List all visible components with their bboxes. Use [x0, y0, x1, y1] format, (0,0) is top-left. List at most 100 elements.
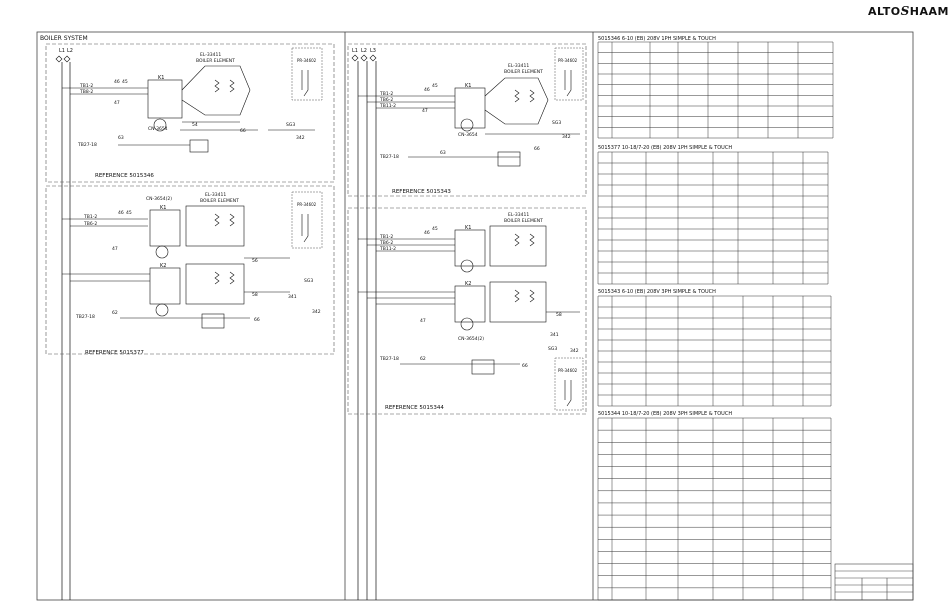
wiring-table-5015343 [597, 295, 832, 407]
p3-n45: 45 [432, 83, 438, 89]
p2-342: 342 [312, 309, 321, 315]
p2-w56: 56 [252, 258, 258, 264]
p3-n47: 47 [422, 108, 428, 114]
p2-k2: K2 [160, 263, 166, 269]
p4-w66: 66 [522, 363, 528, 369]
p2-w66: 66 [254, 317, 260, 323]
p1-tb2: TB8-2 [79, 89, 93, 95]
outer-border [36, 31, 914, 601]
p2-tb3: TB27-18 [75, 314, 95, 320]
p3-tb4: TB27-18 [379, 154, 399, 160]
line-label-r-l3: L3 [370, 48, 376, 54]
p1-w63: 63 [118, 135, 124, 141]
p4-n46: 46 [424, 230, 430, 236]
p3-k1: K1 [465, 83, 471, 89]
table-title-5015346: 5015346 6-10 (EB) 208V 1PH SIMPLE & TOUC… [598, 36, 716, 42]
p3-w66: 66 [534, 146, 540, 152]
title-block [834, 563, 914, 601]
supply-lines-right: L1 L2 L3 [351, 48, 377, 600]
table-title-5015343: 5015343 6-10 (EB) 208V 3PH SIMPLE & TOUC… [598, 289, 716, 295]
p2-pr: PR-34602 [297, 202, 317, 207]
brand-logo: ALTOSHAAM [868, 4, 949, 18]
p3-tb3: TB11-2 [379, 103, 396, 109]
page-title: BOILER SYSTEM [40, 35, 88, 42]
p4-tb2: TB6-2 [379, 240, 393, 246]
p2-cn: CN-3654(2) [146, 196, 172, 202]
p3-element: EL-33411 [508, 63, 529, 69]
p4-n45: 45 [432, 226, 438, 232]
p4-k1: K1 [465, 225, 471, 231]
table-title-5015344: 5015344 10-18/7-20 (EB) 208V 3PH SIMPLE … [598, 411, 732, 417]
p2-reference: REFERENCE 5015377 [85, 350, 144, 356]
p4-341: 341 [550, 332, 559, 338]
brand-mark: S [900, 4, 910, 18]
p3-reference: REFERENCE 5015343 [392, 189, 451, 195]
p1-342: 342 [296, 135, 305, 141]
panel-reference-5015344: TB1-2 TB6-2 TB11-2 46 45 47 K1 K2 CN-365… [347, 207, 587, 415]
p3-tb2: TB6-2 [379, 97, 393, 103]
p2-n45: 45 [126, 210, 132, 216]
p1-tb1: TB1-2 [79, 83, 93, 89]
p3-pr: PR-34602 [558, 58, 578, 63]
p2-element-label: BOILER ELEMENT [200, 198, 239, 204]
wiring-table-5015377 [597, 151, 829, 285]
p1-reference: REFERENCE 5015346 [95, 173, 154, 179]
p4-tb4: TB27-18 [379, 356, 399, 362]
p1-element: EL-33411 [200, 52, 221, 58]
p4-cn: CN-3654(2) [458, 336, 484, 342]
panel-reference-5015346: TB1-2 TB8-2 46 45 47 K1 CN-3654 EL-33411… [45, 43, 335, 183]
p4-sg: SG3 [548, 346, 557, 352]
p2-tb2: TB6-2 [83, 221, 97, 227]
p2-n47: 47 [112, 246, 118, 252]
p2-w62: 62 [112, 310, 118, 316]
p2-k1: K1 [160, 205, 166, 211]
p4-n47: 47 [420, 318, 426, 324]
p1-element-label: BOILER ELEMENT [196, 58, 235, 64]
p1-k1: K1 [158, 75, 164, 81]
p4-k2: K2 [465, 281, 471, 287]
p1-tb3: TB27-18 [77, 142, 97, 148]
panel-reference-5015343: TB1-2 TB6-2 TB11-2 46 45 47 K1 CN-3654 E… [347, 43, 587, 197]
line-label-r-l1: L1 [352, 48, 358, 54]
p1-cn: CN-3654 [148, 126, 168, 132]
line-label-l2: L2 [67, 48, 73, 54]
p1-n46: 46 [114, 79, 120, 85]
p4-element-label: BOILER ELEMENT [504, 218, 543, 224]
wiring-table-5015346 [597, 41, 834, 139]
p1-n47: 47 [114, 100, 120, 106]
brand-right: HAAM [909, 5, 949, 18]
p3-tb1: TB1-2 [379, 91, 393, 97]
p4-tb1: TB1-2 [379, 234, 393, 240]
line-label-l1: L1 [59, 48, 65, 54]
p3-n46: 46 [424, 87, 430, 93]
p4-reference: REFERENCE 5015344 [385, 405, 444, 411]
p2-341: 341 [288, 294, 297, 300]
p2-sg: SG3 [304, 278, 313, 284]
p3-342: 342 [562, 134, 571, 140]
line-label-r-l2: L2 [361, 48, 367, 54]
p3-element-label: BOILER ELEMENT [504, 69, 543, 75]
p2-n46: 46 [118, 210, 124, 216]
p1-n45: 45 [122, 79, 128, 85]
p2-w58: 58 [252, 292, 258, 298]
p4-tb3: TB11-2 [379, 246, 396, 252]
p3-cn: CN-3654 [458, 132, 478, 138]
p4-w62: 62 [420, 356, 426, 362]
p1-w54: 54 [192, 122, 198, 128]
table-title-5015377: 5015377 10-18/7-20 (EB) 208V 1PH SIMPLE … [598, 145, 732, 151]
p1-sg: SG3 [286, 122, 295, 128]
p1-w66: 66 [240, 128, 246, 134]
p2-tb1: TB1-2 [83, 214, 97, 220]
p2-element: EL-33411 [205, 192, 226, 198]
p1-pr: PR-34602 [297, 58, 317, 63]
p4-w58: 58 [556, 312, 562, 318]
p3-sg: SG3 [552, 120, 561, 126]
panel-reference-5015377: TB1-2 TB6-2 46 45 47 K1 K2 CN-3654(2) EL… [45, 185, 335, 356]
p4-element: EL-33411 [508, 212, 529, 218]
brand-left: ALTO [868, 5, 901, 18]
wiring-table-5015344 [597, 417, 832, 601]
supply-lines-left: L1 L2 [55, 48, 73, 600]
p4-342: 342 [570, 348, 579, 354]
p3-w63: 63 [440, 150, 446, 156]
